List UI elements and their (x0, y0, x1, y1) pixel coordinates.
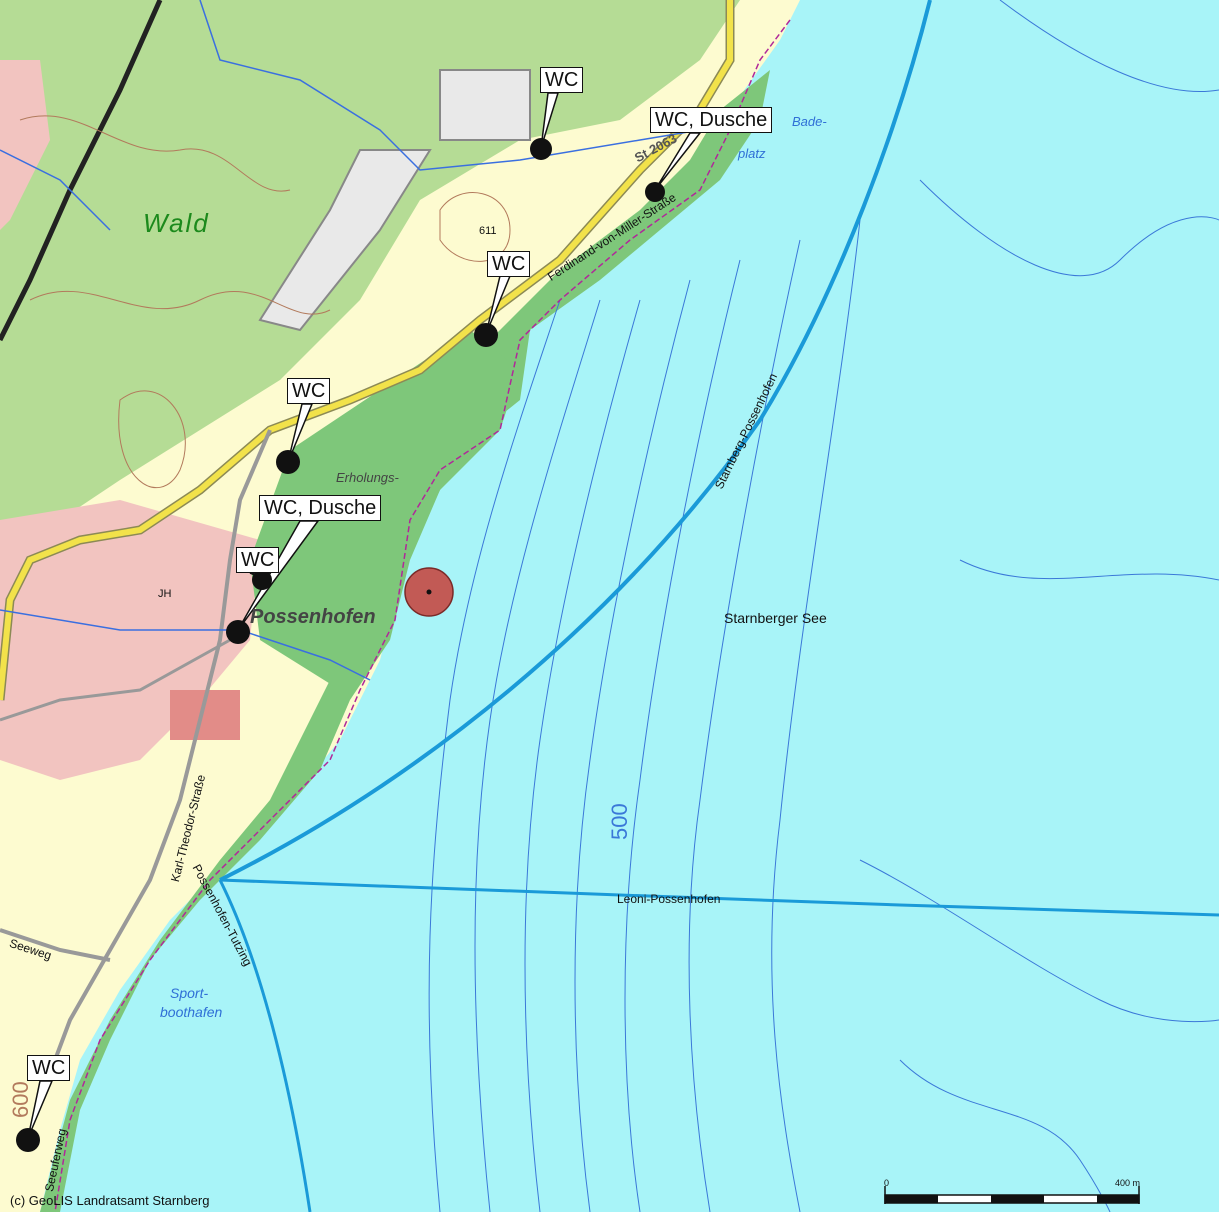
wc-callout[interactable]: WC (27, 1055, 71, 1081)
ferry-route-leoni-possenhofen (219, 878, 1219, 917)
forest-area (0, 0, 740, 540)
scale-start-label: 0 (884, 1178, 890, 1188)
stream-west (0, 149, 111, 231)
erholungsgebiet-park (250, 330, 520, 690)
land-contour (19, 115, 291, 192)
contour-label-west: 600 (8, 1081, 33, 1118)
shore-park (40, 70, 770, 1212)
ferry-label-leoni: Leoni-Possenhofen (617, 892, 721, 906)
forest-label: Wald (143, 208, 210, 238)
scale-bar: 0 400 m (884, 1178, 1140, 1208)
ferry-route-starnberg-possenhofen (219, 0, 932, 882)
wc-callout[interactable]: WC (487, 251, 531, 277)
wc-shower-callout[interactable]: WC, Dusche (259, 495, 382, 521)
ferry-route-possenhofen-tutzing (218, 879, 312, 1212)
wc-shower-callout[interactable]: WC, Dusche (650, 107, 773, 133)
boat-harbor-label-2: boothafen (160, 1004, 223, 1020)
contour-label: 500 (607, 803, 632, 840)
callout-pointers (27, 92, 702, 1139)
shore-boundary (54, 19, 791, 1212)
bathing-label-platz: platz (738, 146, 766, 161)
seeweg-road (0, 928, 111, 962)
lake-label: Starnberger See (724, 610, 827, 626)
hill-contour (118, 390, 186, 489)
wc-callout[interactable]: WC (287, 378, 331, 404)
wc-callout[interactable]: WC (236, 547, 280, 573)
urban-area-north (0, 60, 50, 230)
copyright-text: (c) GeoLIS Landratsamt Starnberg (10, 1193, 210, 1208)
castle-building (170, 690, 240, 740)
wc-callout[interactable]: WC (540, 67, 584, 93)
bathing-area-label: Erholungs- (336, 470, 399, 485)
place-label: Possenhofen (250, 606, 376, 628)
scale-end-label: 400 m (1114, 1178, 1140, 1188)
highlight-circle-center (426, 589, 432, 595)
hill-label: 611 (479, 225, 497, 237)
karl-theodor-road (38, 429, 272, 1101)
poi-markers (16, 138, 665, 1152)
jh-label: JH (158, 588, 172, 600)
village-road (0, 638, 231, 722)
scale-bar-graphic (884, 1186, 1140, 1204)
parking-lot-north (439, 69, 531, 141)
land-contour (29, 290, 331, 315)
bathing-label-bade: Bade- (792, 114, 827, 129)
parking-lot-west (258, 149, 432, 332)
boat-harbor-label-1: Sport- (170, 985, 209, 1001)
hill-contour (439, 192, 511, 262)
urban-area-possenhofen (0, 500, 260, 780)
stream-north (199, 0, 701, 171)
